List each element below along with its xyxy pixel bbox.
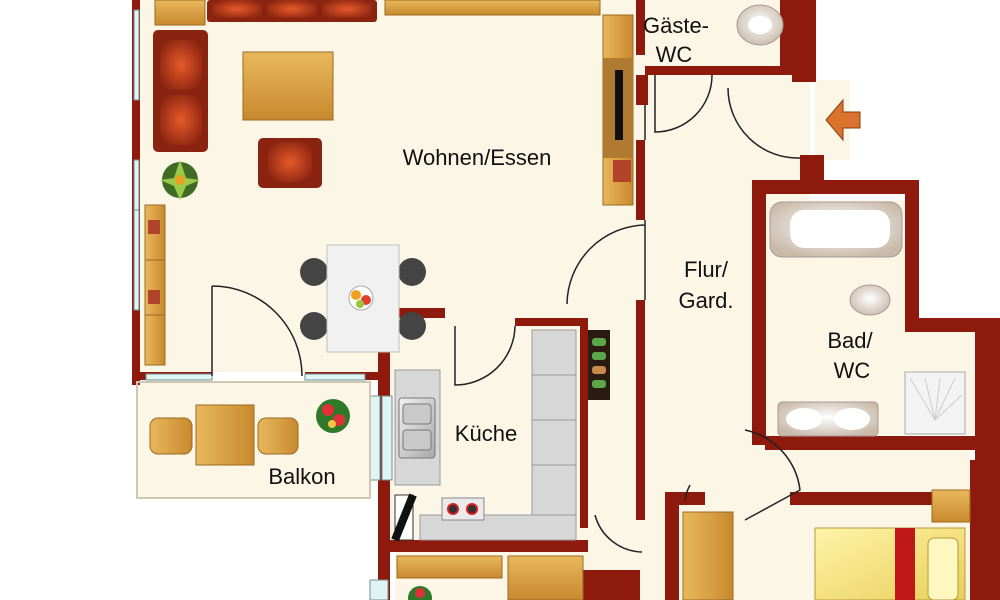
label-kueche: Küche xyxy=(455,421,517,446)
dining-set xyxy=(300,244,426,353)
balcony-chair-left xyxy=(149,417,193,455)
shoe-rack xyxy=(588,330,610,400)
armchair xyxy=(258,138,322,188)
label-gaeste-wc-2: WC xyxy=(656,42,693,67)
bathroom-fixtures xyxy=(769,201,966,437)
balcony-furniture xyxy=(149,399,350,466)
sofa-left xyxy=(153,30,208,152)
windows xyxy=(133,9,393,600)
sink-icon xyxy=(398,397,436,459)
nightstand xyxy=(931,489,971,523)
flower-icon xyxy=(316,399,350,433)
left-shelves xyxy=(144,204,166,366)
wardrobe xyxy=(682,511,734,600)
door-swings xyxy=(211,74,801,553)
label-wohnen-essen: Wohnen/Essen xyxy=(403,145,552,170)
stove-icon xyxy=(441,497,485,521)
room-labels: Wohnen/Essen Gäste- WC Flur/ Gard. Bad/ … xyxy=(268,13,873,489)
label-gaeste-wc-1: Gäste- xyxy=(643,13,709,38)
living-room xyxy=(144,0,634,366)
tv-cabinet xyxy=(602,14,634,206)
coffee-table xyxy=(242,51,334,121)
shelf-top-left xyxy=(154,0,206,26)
guest-wc-basin xyxy=(736,4,784,46)
label-bad-1: Bad/ xyxy=(827,328,873,353)
balcony-floor xyxy=(136,381,371,499)
balcony-chair-right xyxy=(257,417,299,455)
label-bad-2: WC xyxy=(834,358,871,383)
counter-right xyxy=(531,329,577,516)
toilet xyxy=(849,284,891,316)
label-balkon: Balkon xyxy=(268,464,335,489)
entrance-arrow-icon xyxy=(825,98,861,142)
label-flur-2: Gard. xyxy=(678,288,733,313)
fruit-bowl-icon xyxy=(348,285,374,311)
bedroom xyxy=(682,489,971,600)
label-flur-1: Flur/ xyxy=(684,257,729,282)
bottom-room xyxy=(396,555,584,600)
plant-icon xyxy=(160,160,200,200)
sideboard-top xyxy=(384,0,601,16)
sofa-top xyxy=(207,0,377,22)
shower xyxy=(904,371,966,435)
balcony-table xyxy=(195,404,255,466)
kitchen xyxy=(391,329,577,542)
